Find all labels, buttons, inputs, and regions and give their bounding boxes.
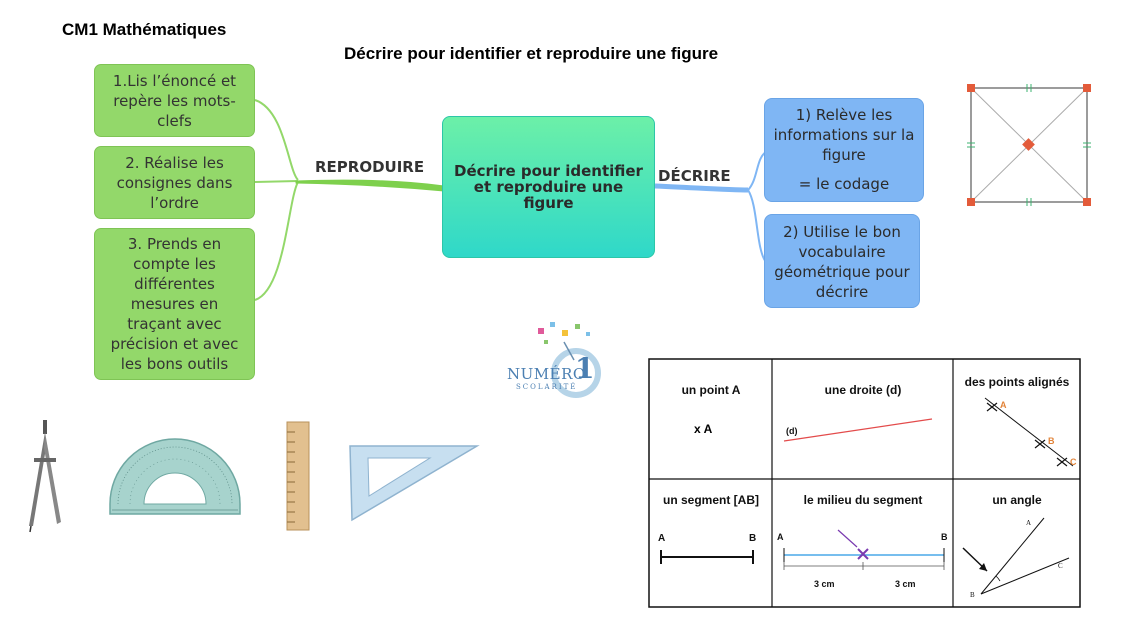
cell-label-point: un point A	[681, 383, 741, 397]
geometry-tools-illustration	[29, 420, 480, 533]
vocabulary-table	[648, 358, 1081, 608]
coded-square-figure	[967, 84, 1091, 206]
class-title: CM1 Mathématiques	[62, 20, 227, 39]
describe-text-2: 2) Utilise le bon vocabulaire géométriqu…	[774, 223, 910, 301]
cell-label-segment: un segment [AB]	[663, 493, 759, 507]
cell-label-droite: une droite (d)	[824, 383, 902, 397]
milieu-end-a: A	[777, 532, 784, 542]
segment-end-a: A	[658, 533, 666, 544]
aligned-point-c: C	[1070, 457, 1077, 467]
page-title: Décrire pour identifier et reproduire un…	[344, 44, 719, 63]
milieu-end-b: B	[941, 532, 948, 542]
protractor-icon	[109, 438, 241, 515]
step-text-1: 1.Lis l’énoncé et repère les mots-clefs	[112, 71, 237, 130]
ruler-icon	[286, 421, 310, 531]
step-box-2: 2. Réalise les consignes dans l’ordre	[94, 146, 255, 219]
describe-text-1: 1) Relève les informations sur la figure	[773, 106, 915, 164]
branch-label-decrire: DÉCRIRE	[658, 167, 731, 185]
angle-point-a: A	[1026, 519, 1032, 527]
aligned-point-a: A	[1000, 400, 1007, 410]
describe-box-1: 1) Relève les informations sur la figure…	[764, 98, 924, 202]
angle-point-b: B	[970, 591, 975, 599]
aligned-point-b: B	[1048, 436, 1055, 446]
step-box-1: 1.Lis l’énoncé et repère les mots-clefs	[94, 64, 255, 137]
logo-subtext: SCOLARITÉ	[516, 383, 578, 391]
logo-wordmark: NUMÉRO	[507, 365, 586, 383]
step-box-3: 3. Prends en compte les différentes mesu…	[94, 228, 255, 380]
describe-box-2: 2) Utilise le bon vocabulaire géométriqu…	[764, 214, 920, 308]
point-a-mark: x A	[694, 422, 713, 436]
step-text-3: 3. Prends en compte les différentes mesu…	[110, 235, 239, 373]
logo-figure	[538, 322, 601, 398]
milieu-measure-2: 3 cm	[895, 579, 916, 589]
cell-label-milieu: le milieu du segment	[803, 493, 923, 507]
describe-text-1b: = le codage	[798, 175, 890, 193]
branch-label-reproduire: REPRODUIRE	[315, 158, 425, 176]
compass-icon	[29, 420, 61, 533]
step-text-2: 2. Réalise les consignes dans l’ordre	[116, 153, 233, 212]
central-node: Décrire pour identifier et reproduire un…	[442, 116, 655, 258]
milieu-measure-1: 3 cm	[814, 579, 835, 589]
cell-label-alignes: des points alignés	[964, 375, 1070, 389]
droite-d-label: (d)	[786, 426, 798, 436]
cell-label-angle: un angle	[992, 493, 1042, 507]
segment-end-b: B	[749, 533, 757, 544]
logo-digit: 1	[575, 352, 595, 385]
set-square-icon	[349, 445, 480, 522]
central-node-text: Décrire pour identifier et reproduire un…	[454, 162, 643, 212]
angle-point-c: C	[1058, 562, 1063, 570]
